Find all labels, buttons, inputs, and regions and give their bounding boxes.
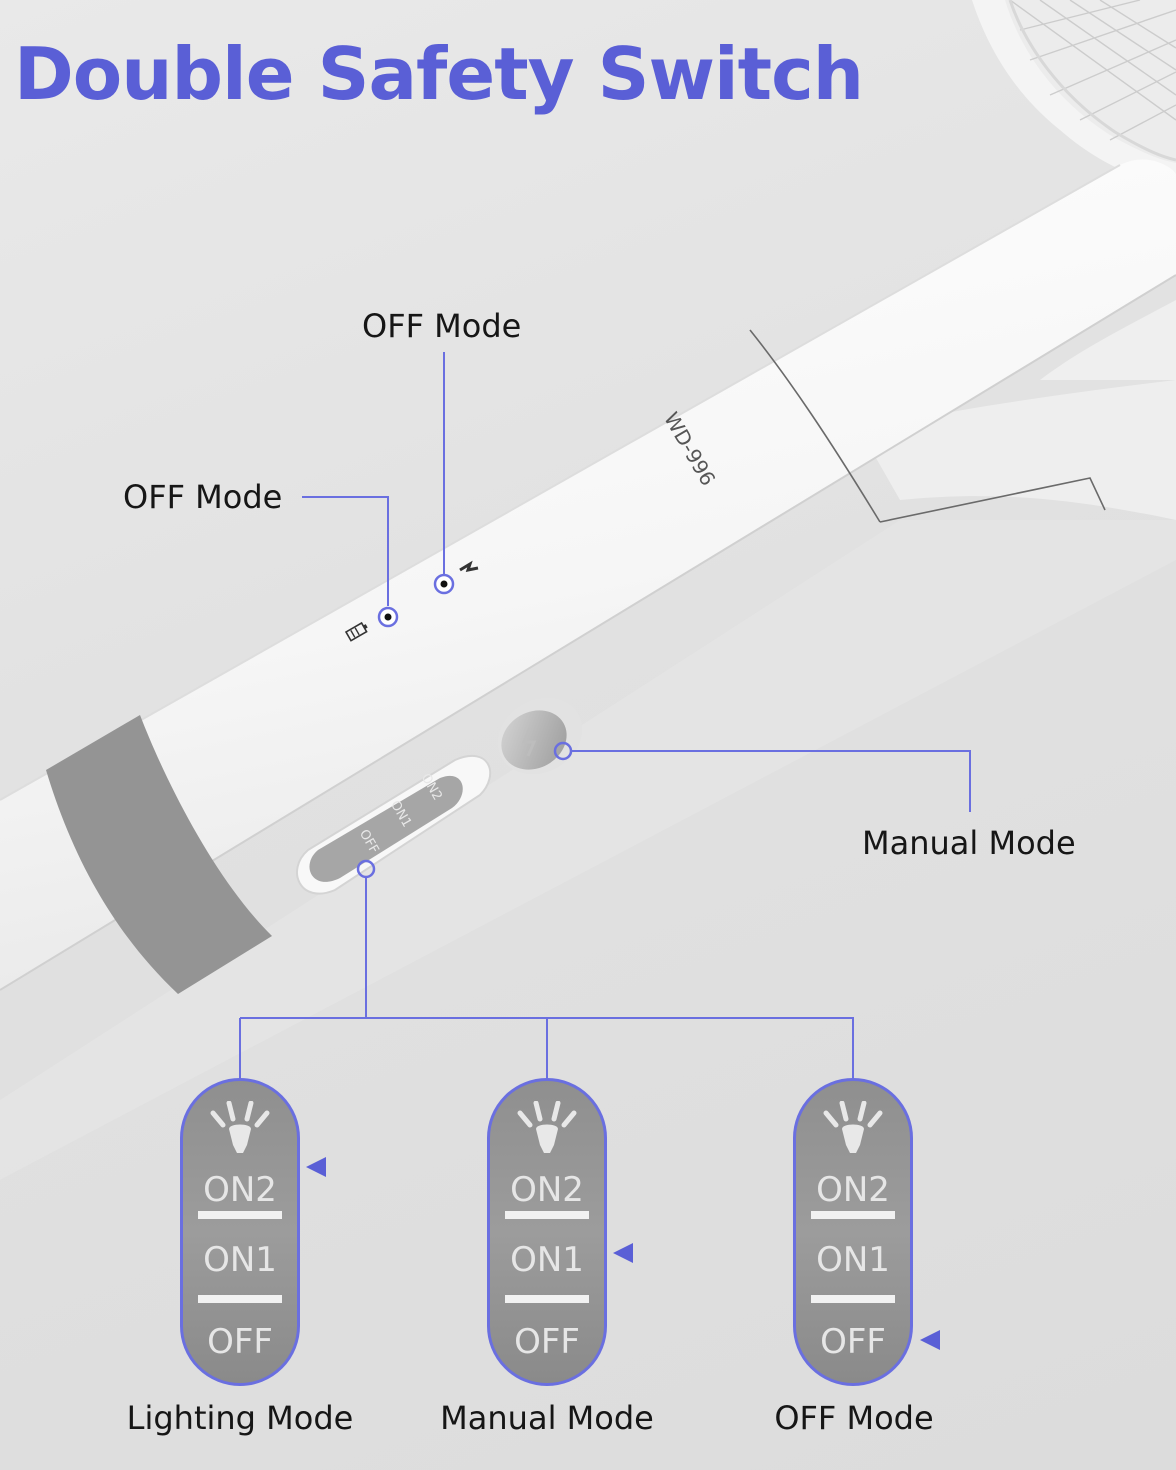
bulb-icon	[210, 1101, 270, 1153]
callout-off-mode-top: OFF Mode	[362, 307, 522, 345]
slider-off-label: OFF	[207, 1322, 273, 1362]
slider-manual-mode: ON2 ON1 OFF	[487, 1078, 607, 1386]
slider-label-off: OFF Mode	[774, 1399, 934, 1437]
slider-divider	[505, 1295, 589, 1303]
battery-icon	[344, 621, 368, 642]
marker-slide-switch	[356, 859, 376, 879]
slider-divider	[811, 1295, 895, 1303]
slider-label-manual: Manual Mode	[440, 1399, 654, 1437]
position-pointer-lighting	[306, 1157, 326, 1177]
slider-on2-label: ON2	[816, 1170, 890, 1210]
page-title: Double Safety Switch	[14, 32, 864, 116]
slider-divider	[811, 1211, 895, 1219]
slider-on1-label: ON1	[203, 1240, 277, 1280]
slider-label-lighting: Lighting Mode	[126, 1399, 354, 1437]
callout-off-mode-left: OFF Mode	[123, 478, 283, 516]
handle	[0, 159, 1176, 994]
lightning-icon	[459, 560, 479, 572]
marker-manual-button	[553, 741, 573, 761]
racket-head	[972, 0, 1176, 188]
slider-on1-label: ON1	[510, 1240, 584, 1280]
switch-recess	[296, 754, 492, 895]
manual-button[interactable]	[484, 683, 596, 789]
position-pointer-off	[920, 1330, 940, 1350]
slider-on1-label: ON1	[816, 1240, 890, 1280]
callout-lines	[239, 352, 971, 1080]
slider-off-mode: ON2 ON1 OFF	[793, 1078, 913, 1386]
marker-battery	[377, 606, 399, 628]
slider-off-label: OFF	[514, 1322, 580, 1362]
slider-on2-label: ON2	[510, 1170, 584, 1210]
callout-manual-mode: Manual Mode	[862, 824, 1076, 862]
slider-off-label: OFF	[820, 1322, 886, 1362]
slider-on2-label: ON2	[203, 1170, 277, 1210]
slider-divider	[505, 1211, 589, 1219]
slider-divider	[198, 1295, 282, 1303]
slider-divider	[198, 1211, 282, 1219]
bulb-icon	[823, 1101, 883, 1153]
marker-lightning	[433, 573, 455, 595]
bulb-icon	[517, 1101, 577, 1153]
position-pointer-manual	[613, 1243, 633, 1263]
slider-lighting-mode: ON2 ON1 OFF	[180, 1078, 300, 1386]
